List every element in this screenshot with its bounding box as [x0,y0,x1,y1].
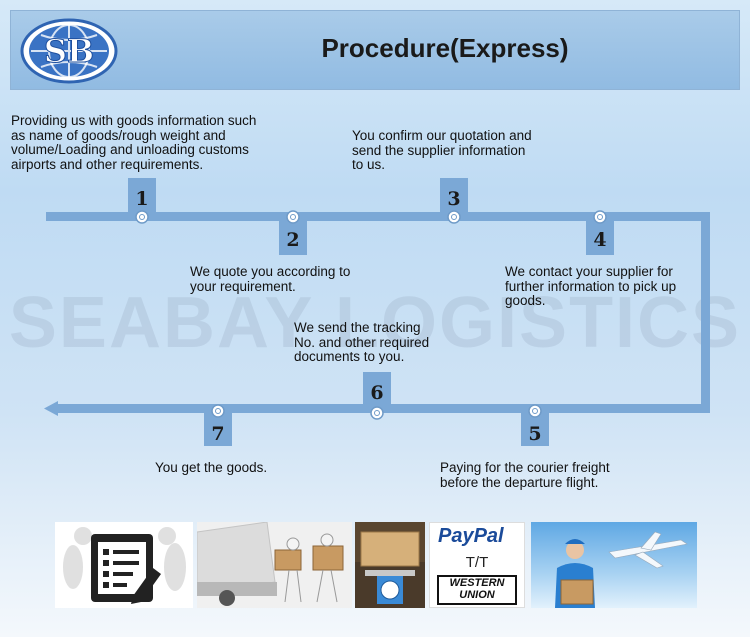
step-1-text: Providing us with goods information such… [11,113,257,172]
truck-icon [197,522,344,606]
checklist-photo [55,522,193,608]
step-3-text: You confirm our quotation and send the s… [352,128,532,172]
step-1-number: 1 [135,188,148,210]
svg-text:SB: SB [44,32,94,70]
tt-label: T/T [465,554,489,571]
page-title: Procedure(Express) [321,33,569,63]
step-2-text: We quote you according to your requireme… [190,264,351,294]
weighing-photo [355,522,425,608]
step-6-text: We send the tracking No. and other requi… [294,320,430,364]
payment-methods-panel: PayPal T/T WESTERN UNION [429,522,525,608]
step-5-text: Paying for the courier freight before th… [440,460,610,490]
step-4-text: We contact your supplier for further inf… [505,264,677,308]
scale-icon [355,522,425,604]
watermark-text: SEABAY LOGISTICS [8,283,742,363]
step-6-number: 6 [370,382,383,404]
checklist-icon [63,527,186,604]
truck-delivery-photo [197,522,352,608]
courier-airplane-photo [531,522,697,608]
airplane-courier-icon [555,531,688,608]
step-3-number: 3 [447,188,460,210]
step-7-number: 7 [211,423,224,445]
step-4-number: 4 [593,229,606,251]
header-banner: SB Procedure(Express) [10,10,740,90]
step-2-number: 2 [286,229,299,251]
process-track: 1 2 3 4 6 7 5 [44,178,710,446]
step-5-number: 5 [528,423,541,445]
paypal-logo: PayPal [438,525,504,547]
seabay-globe-logo-icon: SB [20,18,118,84]
western-union-logo: WESTERN UNION [437,575,517,605]
step-7-text: You get the goods. [155,460,268,475]
